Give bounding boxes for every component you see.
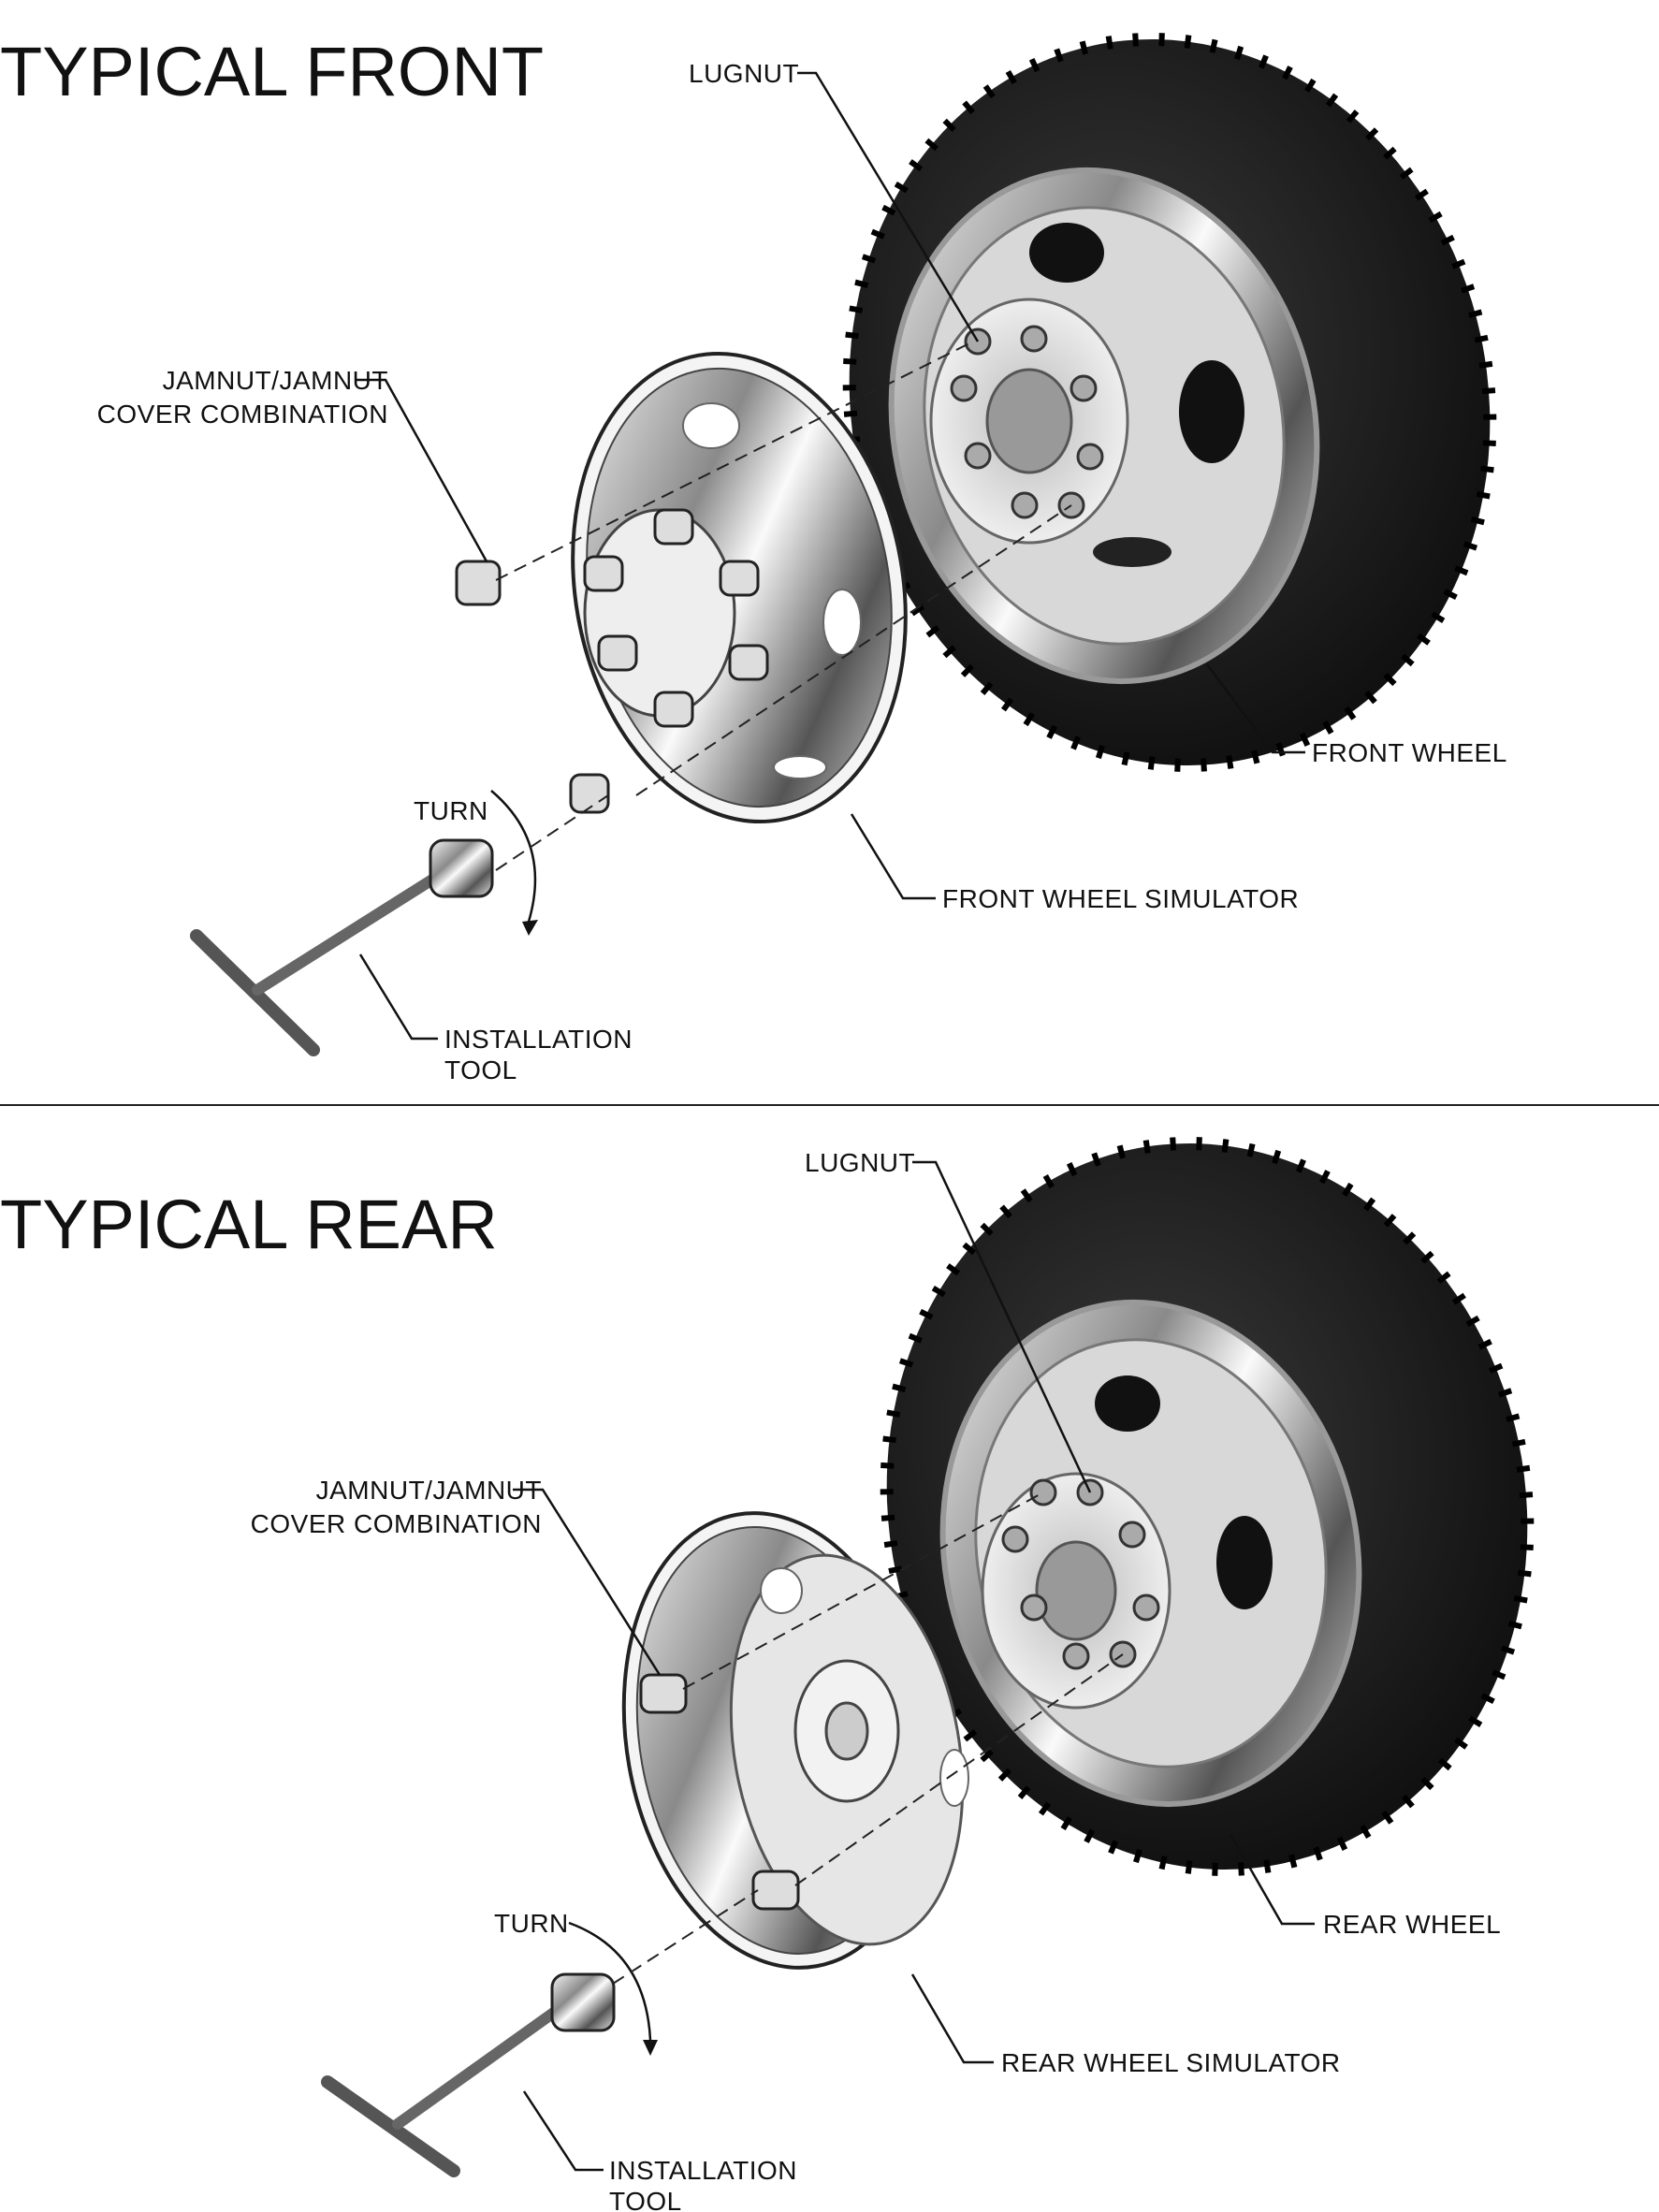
front-installation-tool [190, 790, 538, 1056]
front-wheel-simulator [571, 351, 908, 824]
jamnut-cover-icon [455, 560, 502, 606]
front-jamnut-label-2: COVER COMBINATION [97, 400, 388, 429]
rear-tool-label-1: INSTALLATION [609, 2156, 797, 2185]
front-tool-label-1: INSTALLATION [444, 1025, 633, 1054]
rear-wheel-label: REAR WHEEL [1323, 1910, 1501, 1939]
front-lugnut-label: LUGNUT [689, 59, 799, 88]
rear-turn-arrow-icon [568, 1921, 652, 2041]
rear-installation-tool [321, 1921, 658, 2177]
rear-jamnut-icons [639, 1673, 800, 1911]
jamnut-icon [569, 773, 610, 814]
rear-simulator-label: REAR WHEEL SIMULATOR [1001, 2048, 1341, 2077]
rear-section: TYPICAL REAR [0, 1137, 1535, 2212]
rear-title: TYPICAL REAR [0, 1186, 498, 1263]
front-turn-label: TURN [414, 796, 488, 825]
rear-wheel-simulator [621, 1511, 969, 1970]
front-jamnut-label-1: JAMNUT/JAMNUT [163, 366, 388, 395]
front-wheel [842, 33, 1497, 772]
rear-jamnut-label-1: JAMNUT/JAMNUT [316, 1476, 542, 1505]
front-section: TYPICAL FRONT [0, 33, 1507, 1084]
front-wheel-label: FRONT WHEEL [1312, 738, 1507, 767]
jamnut-icons [583, 508, 769, 728]
rear-turn-label: TURN [494, 1909, 569, 1938]
rear-lugnut-label: LUGNUT [805, 1148, 915, 1177]
front-simulator-label: FRONT WHEEL SIMULATOR [942, 884, 1299, 913]
rear-wheel [880, 1137, 1535, 1876]
front-title: TYPICAL FRONT [0, 33, 544, 110]
turn-arrow-icon [490, 790, 537, 923]
rear-jamnut-label-2: COVER COMBINATION [251, 1509, 542, 1538]
rear-tool-label-2: TOOL [609, 2187, 682, 2212]
front-tool-label-2: TOOL [444, 1055, 517, 1084]
